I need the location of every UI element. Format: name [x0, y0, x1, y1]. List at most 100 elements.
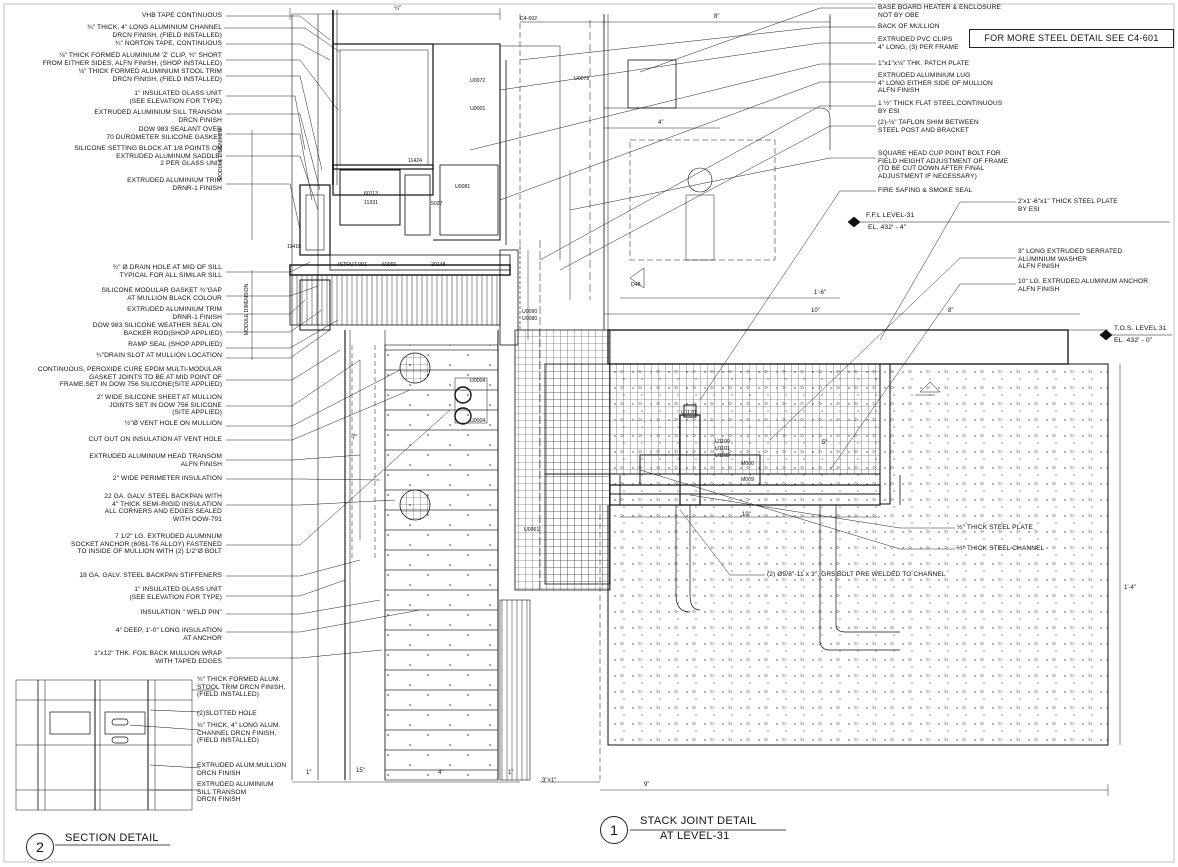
dim-bot-1: 1" — [306, 770, 312, 776]
note-line: ¾" THICK FORMED ALUM. — [197, 676, 281, 683]
note-line: BACKER ROD(SHOP APPLIED) — [123, 329, 222, 337]
curtain-wall-frame — [289, 10, 831, 781]
level-markers — [847, 216, 1172, 341]
section-notes-item: ¾" THICK, 4" LONG ALUM.CHANNEL DRCN FINI… — [197, 722, 280, 745]
left-notes-item: CONTINUOUS, PEROXIDE CURE EPDM MULTI-MOD… — [38, 366, 222, 389]
note-line: DRNR-1 FINISH — [172, 184, 222, 192]
note-line: 3" LONG EXTRUDED SERRATED — [1018, 248, 1123, 255]
note-line: SILICONE SETTING BLOCK AT 1/8 POINTS ON — [74, 145, 222, 152]
tag-istrut: ISTRUT-001 — [338, 262, 367, 268]
dim-top-b: 8" — [714, 14, 720, 20]
note-line: 2 PER GLASS UNIT — [160, 160, 222, 168]
note-line: DRCN FINISH — [178, 116, 222, 124]
tag-11418: 11418 — [287, 244, 302, 250]
note-line: DRCN FINISH, (FIELD INSTALLED) — [112, 31, 222, 39]
note-line: (FIELD INSTALLED) — [197, 737, 260, 745]
dim-7: 7" — [352, 435, 358, 441]
note-line: TO INSIDE OF MULLION WITH (2) 1/2"Ø BOLT — [77, 548, 222, 556]
right-notes-item: 1"x1"x⅛" THK. PATCH PLATE — [878, 60, 969, 68]
left-notes-item: 18 GA. GALV. STEEL BACKPAN STIFFENERS — [79, 572, 222, 580]
main-detail-title-line2: AT LEVEL-31 — [660, 830, 730, 842]
note-line: EXTRUDED ALUMINUM SADDLE- — [116, 152, 222, 160]
note-line: ⅛" THICK FORMED ALUMINIUM STOOL TRIM — [78, 68, 222, 75]
note-line: DRCN FINISH — [197, 769, 241, 777]
note-line: SOCKET ANCHOR (6061-T6 ALLOY) FASTENED — [71, 540, 222, 548]
tag-5027: 5027 — [431, 201, 443, 207]
section-notes-item: ¾" THICK FORMED ALUM.STOOL TRIM DRCN FIN… — [197, 676, 285, 699]
dim-module-upper: MODULE DIMENSION — [218, 128, 224, 180]
note-line: BY ESI — [878, 107, 900, 115]
note-line: 2'x1'-6"x1" THICK STEEL PLATE — [1018, 198, 1118, 205]
note-line: 4" LONG, (3) PER FRAME — [878, 43, 959, 51]
tos-level-label: T.O.S. LEVEL 31 — [1114, 325, 1167, 332]
note-line: INSULATION " WELD PIN" — [140, 609, 222, 616]
note-line: (SITE APPLIED) — [172, 409, 222, 417]
dim-10-b: 10" — [742, 512, 751, 518]
note-line: GASKET JOINTS TO BE AT MID POINT OF — [89, 373, 222, 381]
note-line: 1" INSULATED GLASS UNIT — [134, 586, 222, 593]
dim-bot-5: 15" — [356, 768, 365, 774]
note-line: 70 DUROMETER SILICONE GASKET — [106, 133, 222, 141]
ffl-level-label: F.F.L LEVEL-31 — [866, 212, 915, 219]
note-line: ¾" NORTON TAPE, CONTINUOUS — [114, 40, 222, 47]
note-line: SILICONE MODULAR GASKET ¾"GAP — [101, 287, 222, 294]
tag-m000: M000 — [741, 461, 754, 467]
note-line: STOOL TRIM DRCN FINISH, — [197, 683, 286, 691]
tag-11331: 11331 — [364, 200, 379, 206]
note-line: RAMP SEAL (SHOP APPLIED) — [128, 341, 222, 348]
note-line: WITH DOW-791 — [172, 515, 222, 523]
steel-plate-note: ½" THICK STEEL PLATE — [957, 524, 1034, 531]
note-line: WITH TAPED EDGES — [155, 657, 222, 665]
steel-channel-note: ½" THICK STEEL CHANNEL — [957, 545, 1045, 552]
note-line: ALUMINIUM WASHER — [1018, 255, 1088, 263]
note-line: FIRE SAFING & SMOKE SEAL — [878, 187, 973, 194]
section-detail-title: SECTION DETAIL — [65, 832, 159, 844]
note-line: ⅛" THICK FORMED ALUMINIUM 'Z' CLIP, ¾" S… — [59, 52, 222, 59]
note-line: AT ANCHOR — [183, 634, 222, 642]
tag-d48: D48 — [631, 282, 641, 288]
note-line: ALL CORNERS AND EDGES SEALED — [104, 508, 222, 516]
note-line: ¾" THICK, 4" LONG ALUM. — [197, 722, 281, 729]
tag-u0090: U0090 — [522, 309, 538, 315]
left-notes-item: 1" INSULATED GLASS UNIT(SEE ELEVATION FO… — [129, 90, 222, 105]
tag-u0073: U0073 — [574, 76, 590, 82]
note-line: ALFN FINISH — [180, 460, 222, 468]
note-line: 2" WIDE SILICONE SHEET AT MULLION — [96, 394, 222, 401]
note-line: 1" INSULATED GLASS UNIT — [134, 90, 222, 97]
slab-structure — [514, 240, 1109, 780]
note-line: FROM EITHER SIDES, ALFN FINISH, (SHOP IN… — [42, 59, 222, 67]
note-line: 4" THICK SEMI-RIGID INSULATION — [112, 500, 222, 508]
dim-module-lower: MODULE DIMENSION — [244, 283, 250, 335]
note-line: STEEL POST AND BRACKET — [878, 126, 969, 134]
tos-elevation: EL. 432' - 0" — [1114, 337, 1153, 344]
note-line: TYPICAL FOR ALL SIMILAR SILL — [119, 271, 222, 279]
right-notes-item: BACK OF MULLION — [878, 23, 940, 31]
note-line: BACK OF MULLION — [878, 23, 940, 30]
note-line: 1 ½" THICK FLAT STEEL,CONTINUOUS — [878, 100, 1003, 107]
tag-u0004-a: U0004 — [470, 378, 486, 384]
note-line: (2)SLOTTED HOLE — [197, 710, 257, 717]
tag-u0080: U0080 — [522, 316, 538, 322]
note-line: 22 GA. GALV. STEEL BACKPAN WITH — [104, 493, 222, 500]
note-line: BASE BOARD HEATER & ENCLOSURE — [878, 4, 1001, 11]
ffl-elevation: EL. 432' - 4" — [868, 224, 907, 231]
note-line: EXTRUDED ALUMINIUM — [197, 781, 274, 788]
note-line: DOW 983 SILICONE WEATHER SEAL ON — [92, 322, 222, 329]
note-line: CHANNEL DRCN FINISH, — [197, 729, 277, 737]
note-line: 18 GA. GALV. STEEL BACKPAN STIFFENERS — [79, 572, 222, 579]
note-line: EXTRUDED ALUMINIUM HEAD TRANSOM — [89, 453, 222, 460]
dim-bot-3: 1" — [508, 770, 514, 776]
note-line: SILL TRANSOM — [197, 788, 247, 796]
tag-11424: 11424 — [408, 158, 423, 164]
